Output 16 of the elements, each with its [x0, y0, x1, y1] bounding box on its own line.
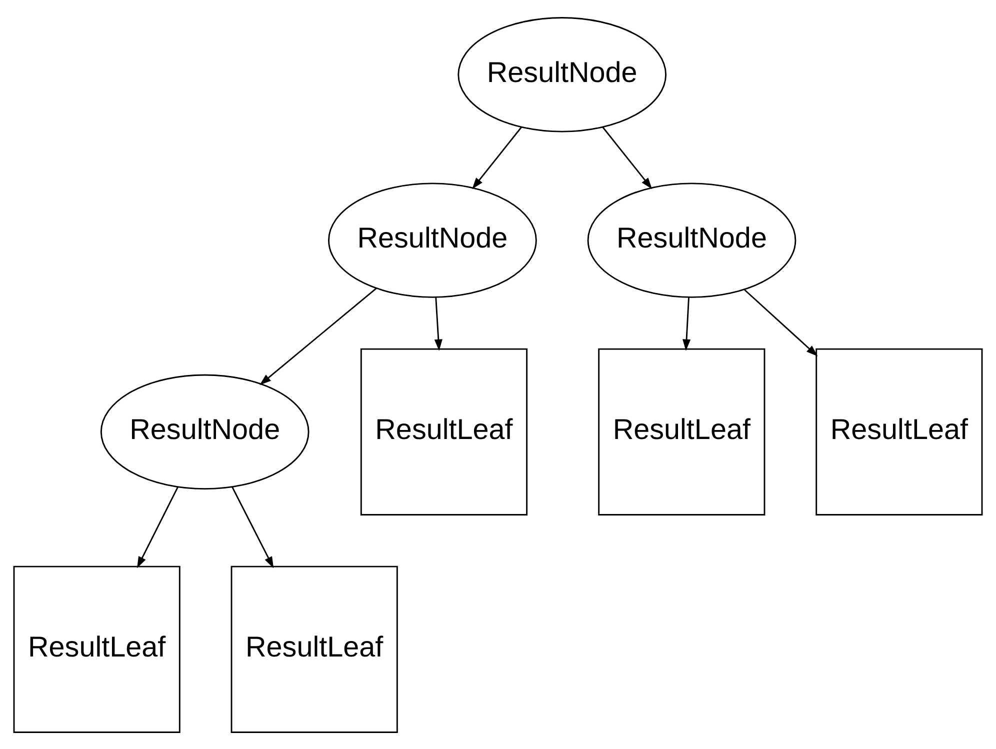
- arrow: [682, 296, 691, 350]
- node-box: ResultLeaf: [360, 348, 528, 515]
- node-box: ResultLeaf: [598, 348, 766, 515]
- arrow: [602, 126, 652, 189]
- node-box: ResultLeaf: [230, 565, 398, 732]
- arrow: [434, 296, 442, 350]
- arrow: [232, 486, 274, 568]
- node-box: ResultLeaf: [816, 348, 983, 515]
- arrow: [744, 288, 818, 356]
- node-ellipse: ResultNode: [587, 182, 796, 298]
- node-ellipse: ResultNode: [328, 182, 537, 298]
- arrow: [136, 486, 179, 568]
- node-ellipse: ResultNode: [458, 16, 667, 132]
- arrow: [472, 126, 522, 189]
- node-box: ResultLeaf: [13, 565, 180, 732]
- arrow: [260, 287, 377, 385]
